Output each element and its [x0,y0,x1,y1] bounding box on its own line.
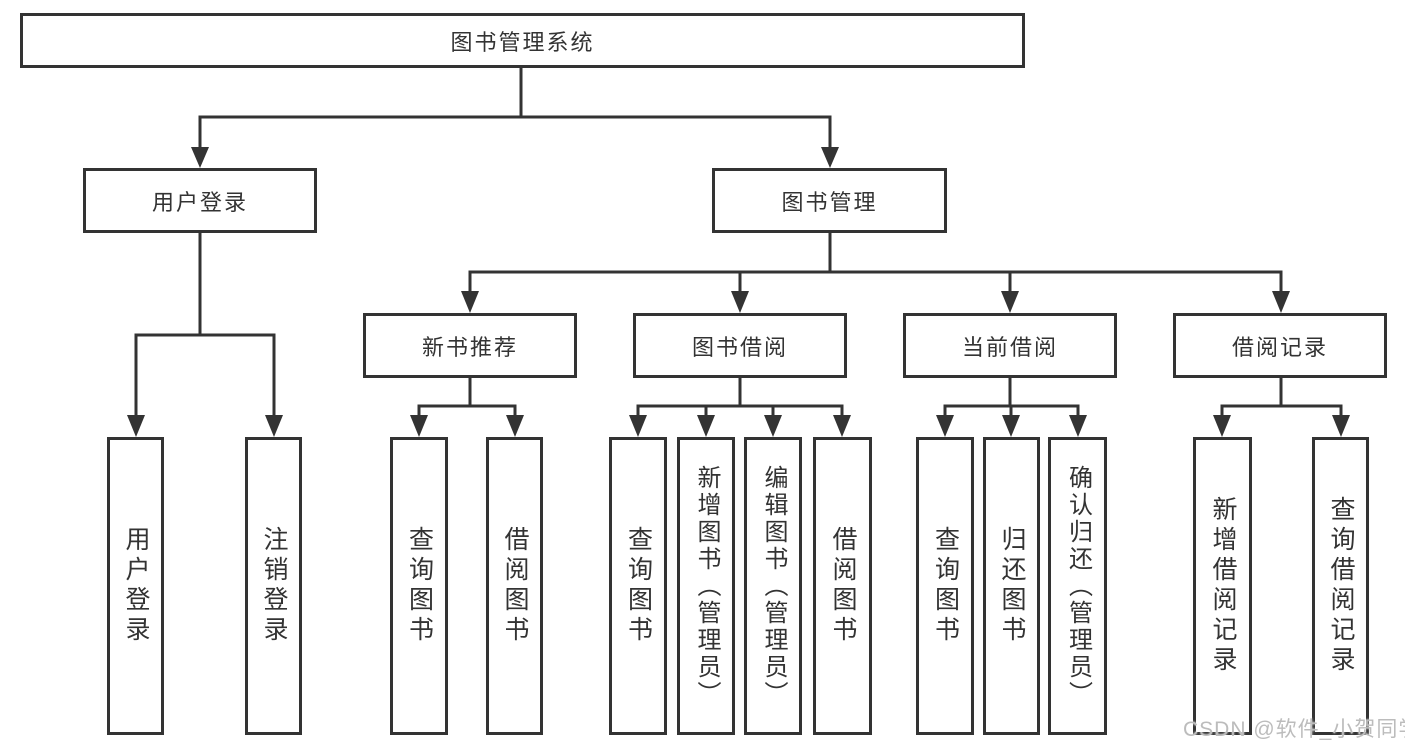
leaf-recommend-query-books-label: 查询图书 [405,526,434,646]
leaf-borrow-query-books-label: 查询图书 [624,526,653,646]
leaf-edit-books-admin-label: 编辑图书（管理员） [760,464,787,708]
node-root-label: 图书管理系统 [450,29,595,55]
node-current-borrow: 当前借阅 [903,313,1117,378]
leaf-user-login: 用户登录 [107,437,164,735]
leaf-edit-books-admin: 编辑图书（管理员） [744,437,802,735]
leaf-recommend-borrow-books: 借阅图书 [486,437,543,735]
leaf-borrow-query-books: 查询图书 [609,437,667,735]
node-borrow-records: 借阅记录 [1173,313,1387,378]
leaf-query-borrow-record: 查询借阅记录 [1312,437,1369,735]
leaf-recommend-borrow-books-label: 借阅图书 [501,526,529,646]
leaf-add-borrow-record-label: 新增借阅记录 [1209,496,1237,676]
node-user-login-label: 用户登录 [151,189,248,215]
watermark-text: CSDN @软件_小贺同学 [1183,718,1405,741]
node-borrow-records-label: 借阅记录 [1231,334,1328,360]
node-book-management-label: 图书管理 [781,189,878,215]
node-new-book-recommend-label: 新书推荐 [421,334,518,360]
leaf-borrow-books: 借阅图书 [813,437,872,735]
leaf-current-query-books: 查询图书 [916,437,974,735]
leaf-borrow-books-label: 借阅图书 [829,526,857,646]
node-book-borrow-label: 图书借阅 [691,334,788,360]
leaf-recommend-query-books: 查询图书 [390,437,448,735]
node-new-book-recommend: 新书推荐 [363,313,577,378]
leaf-confirm-return-admin: 确认归还（管理员） [1048,437,1107,735]
leaf-logout-label: 注销登录 [260,526,288,646]
leaf-confirm-return-admin-label: 确认归还（管理员） [1064,464,1092,708]
node-book-management: 图书管理 [712,168,947,233]
node-book-borrow: 图书借阅 [633,313,847,378]
leaf-return-books: 归还图书 [983,437,1040,735]
leaf-add-books-admin: 新增图书（管理员） [677,437,735,735]
node-user-login: 用户登录 [83,168,317,233]
leaf-add-borrow-record: 新增借阅记录 [1193,437,1252,735]
node-root: 图书管理系统 [20,13,1025,68]
leaf-current-query-books-label: 查询图书 [931,526,960,646]
leaf-return-books-label: 归还图书 [998,526,1026,646]
leaf-user-login-label: 用户登录 [122,526,150,646]
node-current-borrow-label: 当前借阅 [961,334,1058,360]
leaf-add-books-admin-label: 新增图书（管理员） [693,464,720,708]
leaf-query-borrow-record-label: 查询借阅记录 [1327,496,1355,676]
leaf-logout: 注销登录 [245,437,302,735]
